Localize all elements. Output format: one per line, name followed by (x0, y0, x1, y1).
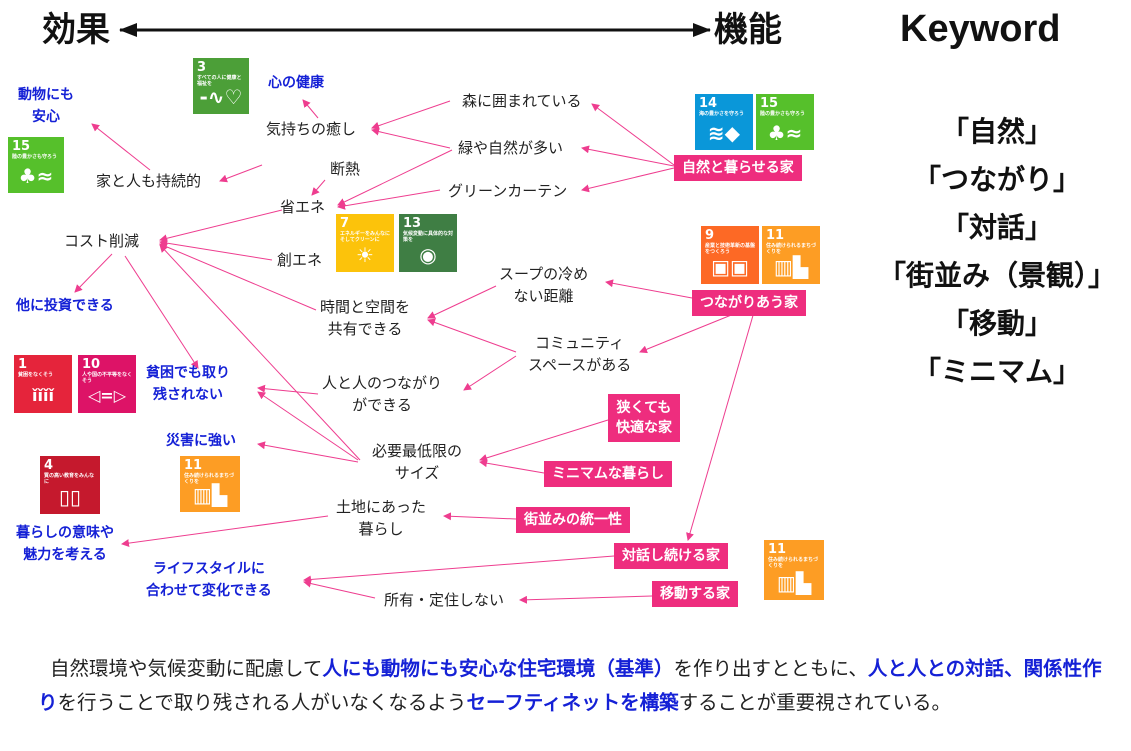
family-icon: ǐǐǐǐ (32, 386, 54, 405)
land-line1: 土地にあった (336, 498, 427, 516)
node-share-time-space: 時間と空間を 共有できる (320, 296, 410, 340)
cubes-icon: ▣▣ (711, 255, 749, 279)
node-land-living: 土地にあった 暮らし (336, 496, 426, 540)
meaning-line2: 魅力を考える (23, 547, 107, 563)
node-minimum-size: 必要最低限の サイズ (372, 440, 462, 484)
equality-icon: ◁=▷ (87, 386, 126, 405)
city-icon: ▥▙ (192, 483, 228, 507)
function-header: 機能 (714, 10, 782, 50)
no-one-line2: 残されない (153, 387, 223, 403)
effect-animals-safe: 動物にも 安心 (18, 84, 74, 128)
eye-earth-icon: ◉ (419, 243, 437, 267)
node-sustainable: 家と人も持続的 (96, 172, 202, 190)
tree-icon: ♣≈ (18, 164, 54, 188)
function-connected-house: つながりあう家 (692, 290, 806, 316)
fish-icon: ≋◆ (707, 121, 741, 145)
sdg14-tile: 14 海の豊かさを守ろう ≋◆ (695, 94, 753, 150)
effect-adapt-lifestyle: ライフスタイルに 合わせて変化できる (146, 558, 272, 602)
node-greenery: 緑や自然が多い (458, 139, 564, 157)
sdg1-tile: 1 貧困をなくそう ǐǐǐǐ (14, 355, 72, 413)
function-nature-house: 自然と暮らせる家 (674, 155, 802, 181)
summary-paragraph: 自然環境や気候変動に配慮して人にも動物にも安心な住宅環境（基準）を作り出すととも… (38, 657, 1102, 714)
lifestyle-line1: ライフスタイルに (152, 561, 265, 577)
soup-line2: ない距離 (513, 287, 574, 305)
soup-line1: スープの冷め (499, 265, 589, 283)
sdg15-tile-right: 15 陸の豊かさも守ろう ♣≈ (756, 94, 814, 150)
small-line1: 狭くても (616, 400, 672, 416)
sdg10-tile: 10 人や国の不平等をなくそう ◁=▷ (78, 355, 136, 413)
keyword-minimum: 「ミニマム」 (912, 355, 1081, 388)
node-cost-reduction: コスト削減 (64, 232, 140, 250)
highlight-dialogue: 人と人との対話、関係性作り (38, 657, 1102, 714)
lifestyle-line2: 合わせて変化できる (146, 583, 272, 599)
function-minimal-living: ミニマムな暮らし (544, 461, 672, 487)
node-energy-creation: 創エネ (277, 251, 323, 269)
keyword-movement: 「移動」 (940, 307, 1053, 340)
city-icon: ▥▙ (776, 571, 812, 595)
effect-mental-health: 心の健康 (268, 75, 324, 91)
node-forest: 森に囲まれている (462, 92, 582, 110)
effect-life-meaning: 暮らしの意味や 魅力を考える (16, 522, 114, 566)
effect-no-one-left-behind: 貧困でも取り 残されない (146, 362, 230, 406)
sdg11-tile-middle: 11 住み続けられるまちづくりを ▥▙ (180, 456, 240, 512)
sdg11-tile-bottom: 11 住み続けられるまちづくりを ▥▙ (764, 540, 824, 600)
keyword-townscape: 「街並み（景観）」 (877, 259, 1116, 292)
sdg3-tile: 3 すべての人に健康と福祉を -∿♡ (193, 58, 249, 114)
keyword-header: Keyword (900, 8, 1061, 50)
function-townscape-unity: 街並みの統一性 (516, 507, 630, 533)
animals-line1: 動物にも (18, 87, 74, 103)
highlight-safety-net: セーフティネットを構築 (466, 691, 679, 714)
node-soup-distance: スープの冷め ない距離 (499, 263, 588, 307)
highlight-safe-environment: 人にも動物にも安心な住宅環境（基準） (322, 657, 674, 680)
sdg9-tile: 9 産業と技術革新の基盤をつくろう ▣▣ (701, 226, 759, 284)
community-line2: スペースがある (528, 356, 632, 374)
node-green-curtain: グリーンカーテン (448, 182, 568, 200)
function-dialogue-house: 対話し続ける家 (614, 543, 728, 569)
land-line2: 暮らし (358, 520, 404, 538)
share-line2: 共有できる (327, 320, 403, 338)
no-one-line1: 貧困でも取り (146, 365, 230, 381)
sdg4-tile: 4 質の高い教育をみんなに ▯▯ (40, 456, 100, 514)
heartbeat-icon: -∿♡ (199, 85, 243, 109)
minimum-line1: 必要最低限の (372, 442, 463, 460)
keyword-connection: 「つながり」 (912, 163, 1081, 196)
sdg13-tile: 13 気候変動に具体的な対策を ◉ (399, 214, 457, 272)
animals-line2: 安心 (32, 109, 60, 125)
function-moving-house: 移動する家 (652, 581, 738, 607)
sdg7-tile: 7 エネルギーをみんなに そしてクリーンに ☀ (336, 214, 394, 272)
keyword-dialogue: 「対話」 (940, 211, 1053, 244)
node-energy-saving: 省エネ (280, 198, 326, 216)
effect-invest-elsewhere: 他に投資できる (16, 298, 114, 314)
node-people-connection: 人と人のつながり ができる (322, 372, 442, 416)
tree-icon: ♣≈ (767, 121, 803, 145)
sdg15-tile-left: 15 陸の豊かさも守ろう ♣≈ (8, 137, 64, 193)
minimum-line2: サイズ (394, 464, 440, 482)
node-insulation: 断熱 (330, 160, 361, 178)
sun-icon: ☀ (356, 243, 374, 267)
community-line1: コミュニティ (535, 334, 625, 352)
small-line2: 快適な家 (616, 420, 672, 436)
node-no-owning: 所有・定住しない (384, 591, 505, 609)
city-icon: ▥▙ (773, 255, 809, 279)
function-small-comfortable: 狭くても 快適な家 (608, 394, 680, 442)
keyword-nature: 「自然」 (940, 115, 1053, 148)
meaning-line1: 暮らしの意味や (16, 525, 114, 541)
book-icon: ▯▯ (58, 485, 81, 509)
node-healing: 気持ちの癒し (266, 120, 357, 138)
effect-header: 効果 (42, 10, 110, 50)
node-community-space: コミュニティ スペースがある (528, 332, 631, 376)
people-line2: ができる (352, 396, 412, 414)
people-line1: 人と人のつながり (322, 374, 443, 392)
effect-disaster-resilient: 災害に強い (166, 433, 236, 449)
sdg11-tile-top: 11 住み続けられるまちづくりを ▥▙ (762, 226, 820, 284)
share-line1: 時間と空間を (320, 298, 411, 316)
